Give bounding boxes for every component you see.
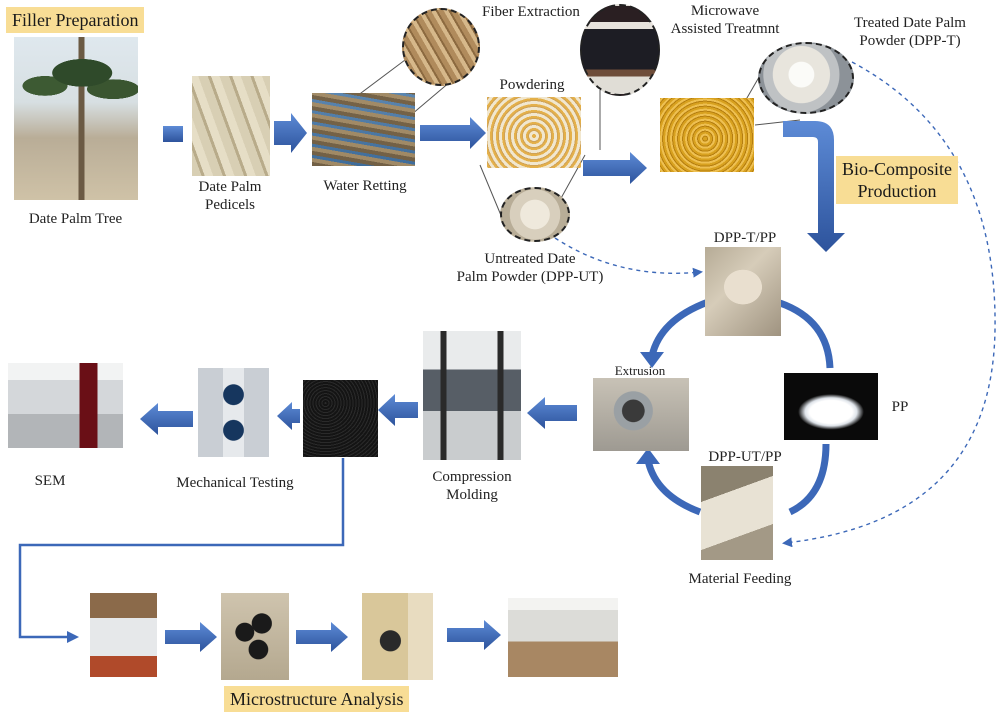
- label-extrusion: Extrusion: [614, 363, 666, 378]
- section-filler-preparation: Filler Preparation: [6, 7, 145, 33]
- label-pp: PP: [891, 399, 909, 415]
- material-feeding-photo: [701, 466, 773, 560]
- label-dpp-t-pp: DPP-T/PP: [713, 230, 777, 246]
- treated-fiber-photo: [660, 98, 754, 172]
- optical-microscope-photo: [508, 598, 618, 677]
- section-microstructure-analysis: Microstructure Analysis: [224, 686, 410, 712]
- label-fiber-extraction: Fiber Extraction: [482, 4, 580, 20]
- arrow-pedicel-to-retting: [274, 113, 307, 153]
- loop-arrowheads: [636, 352, 664, 464]
- untreated-powder-zoom: [500, 187, 570, 242]
- mechanical-testing-photo: [198, 368, 269, 457]
- label-water-retting: Water Retting: [323, 178, 407, 194]
- arrow-sheet-to-testing: [277, 402, 300, 430]
- arrow-testing-to-sem: [140, 403, 193, 435]
- label-microwave-treatment: Microwave Assisted Treatmnt: [670, 3, 780, 37]
- treated-powder-zoom: [758, 42, 854, 114]
- label-mechanical-testing: Mechanical Testing: [176, 475, 294, 491]
- label-date-palm-pedicels: Date Palm Pedicels: [198, 179, 262, 213]
- dashed-untreated-to-composite: [554, 237, 703, 278]
- microwave-treatment-zoom: [580, 4, 660, 96]
- production-loop: [644, 298, 834, 516]
- arrow-to-composite: [783, 121, 845, 252]
- pp-granules-photo: [784, 373, 878, 440]
- arrow-retting-to-powdering: [420, 117, 486, 149]
- powdering-photo: [487, 97, 581, 168]
- microstructure-samples-photo: [221, 593, 289, 680]
- bottom-row-arrows: [165, 620, 501, 652]
- water-retting-photo: [312, 93, 415, 166]
- arrow-powder-to-microwave: [583, 152, 647, 184]
- middle-row-arrows: [140, 394, 577, 435]
- label-sem: SEM: [34, 473, 66, 489]
- sem-photo: [8, 363, 123, 448]
- label-material-feeding: Material Feeding: [688, 571, 792, 587]
- line-sheet-to-analysis: [18, 458, 345, 643]
- microstructure-polisher-photo: [362, 593, 433, 680]
- top-row-arrows: [163, 113, 647, 184]
- date-palm-pedicels-photo: [192, 76, 270, 176]
- dpp-t-pp-photo: [705, 247, 781, 336]
- microstructure-instrument-1-photo: [90, 593, 157, 677]
- label-treated-powder: Treated Date Palm Powder (DPP-T): [854, 15, 966, 49]
- label-compression-molding: Compression Molding: [432, 469, 512, 503]
- date-palm-tree-photo: [14, 37, 138, 200]
- compression-molding-photo: [423, 331, 521, 460]
- arrow-extrusion-to-molding: [527, 397, 577, 429]
- label-dpp-ut-pp: DPP-UT/PP: [708, 449, 782, 465]
- arrow-molding-to-sheet: [378, 394, 418, 426]
- label-untreated-powder: Untreated Date Palm Powder (DPP-UT): [456, 251, 604, 285]
- composite-sheet-photo: [303, 380, 378, 457]
- label-date-palm-tree: Date Palm Tree: [28, 211, 123, 227]
- extrusion-photo: [593, 378, 689, 451]
- fiber-extraction-zoom: [402, 8, 480, 86]
- section-bio-composite-production: Bio-Composite Production: [836, 156, 958, 204]
- dashed-treated-to-feeding: [782, 61, 996, 548]
- arrow-tree-to-pedicel: [163, 126, 183, 142]
- label-powdering: Powdering: [499, 77, 565, 93]
